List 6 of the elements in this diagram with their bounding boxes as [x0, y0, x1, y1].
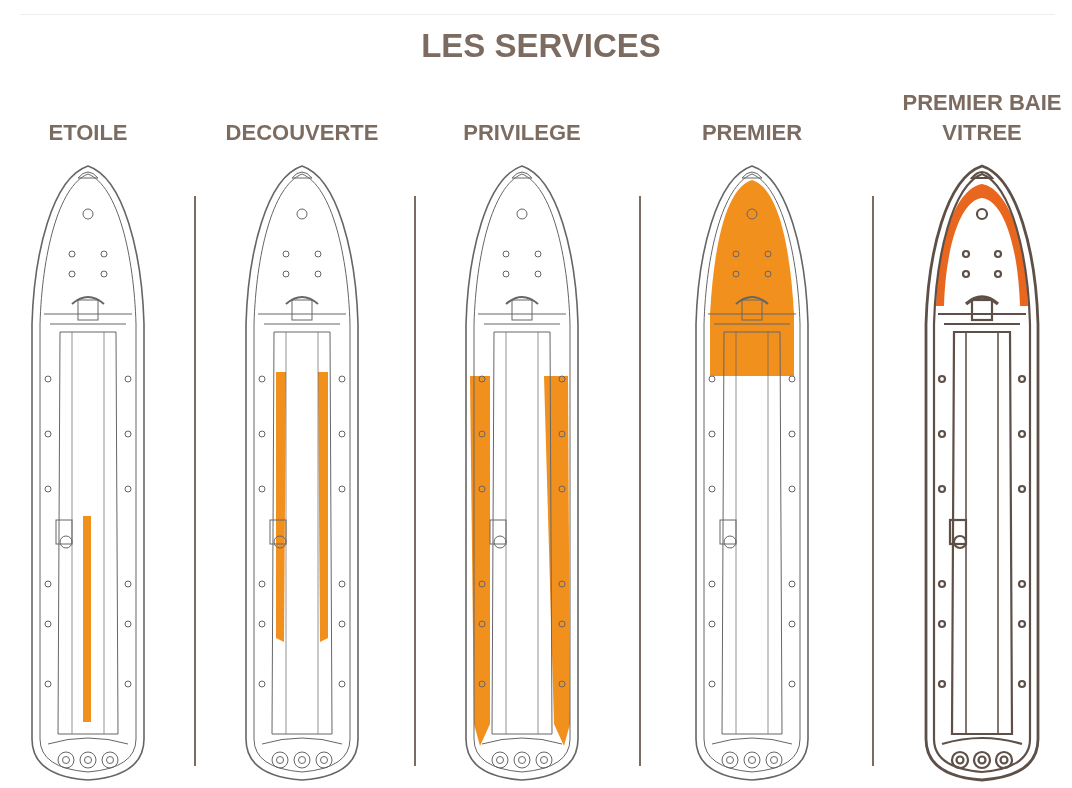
column-heading: PREMIER BAIE VITREE	[901, 89, 1063, 147]
page-title: LES SERVICES	[420, 27, 662, 65]
column-heading: PRIVILEGE	[462, 119, 582, 147]
column-heading: DECOUVERTE	[224, 119, 380, 147]
column-heading: PREMIER	[700, 119, 804, 147]
column-heading: ETOILE	[47, 119, 129, 147]
